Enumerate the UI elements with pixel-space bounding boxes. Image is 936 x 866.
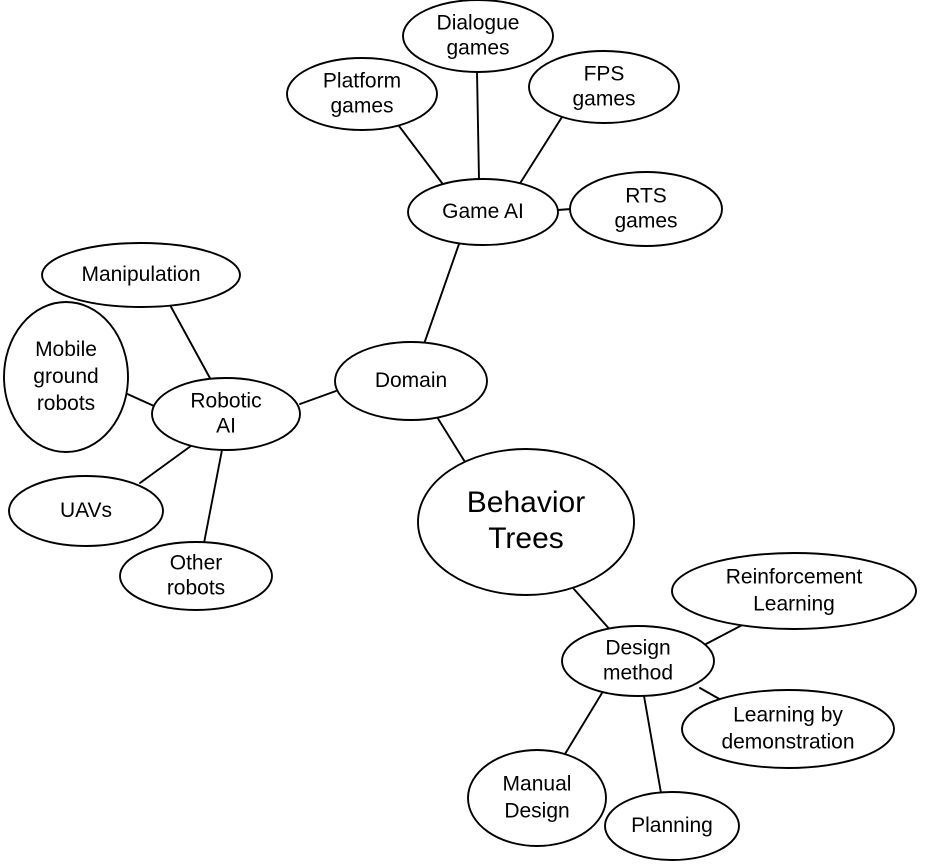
node-label-game-ai: Game AI xyxy=(442,200,524,223)
edge-robotic-ai-mobile-ground-robots xyxy=(122,391,155,407)
node-domain[interactable]: Domain xyxy=(334,341,488,421)
node-shape-dialogue-games[interactable] xyxy=(402,0,554,73)
node-label-domain: Domain xyxy=(375,369,447,392)
node-shape-reinforcement-learning[interactable] xyxy=(671,552,917,630)
edge-game-ai-fps-games xyxy=(518,116,563,186)
node-planning[interactable]: Planning xyxy=(604,791,740,861)
node-shape-mobile-ground-robots[interactable] xyxy=(3,301,129,453)
edge-game-ai-platform-games xyxy=(398,125,443,184)
node-label-manipulation: Manipulation xyxy=(81,263,200,286)
node-shape-rts-games[interactable] xyxy=(569,171,723,247)
node-shape-fps-games[interactable] xyxy=(528,50,680,124)
edge-domain-game-ai xyxy=(423,243,460,345)
node-shape-behavior-trees[interactable] xyxy=(417,448,635,596)
node-game-ai[interactable]: Game AI xyxy=(407,178,559,246)
node-shape-manipulation[interactable] xyxy=(41,242,241,308)
node-shape-uavs[interactable] xyxy=(8,475,164,547)
edge-design-method-manual-design xyxy=(564,692,603,755)
node-shape-robotic-ai[interactable] xyxy=(151,377,301,451)
node-shape-platform-games[interactable] xyxy=(286,57,438,131)
node-shape-domain[interactable] xyxy=(334,341,488,421)
node-uavs[interactable]: UAVs xyxy=(8,475,164,547)
edge-domain-robotic-ai xyxy=(299,390,337,405)
node-manipulation[interactable]: Manipulation xyxy=(41,242,241,308)
edge-design-method-planning xyxy=(643,695,662,794)
edge-robotic-ai-other-robots xyxy=(203,449,223,544)
edge-robotic-ai-manipulation xyxy=(169,304,212,381)
node-shape-game-ai[interactable] xyxy=(407,178,559,246)
edge-game-ai-rts-games xyxy=(557,208,572,211)
edge-game-ai-dialogue-games xyxy=(476,71,480,180)
node-shape-other-robots[interactable] xyxy=(119,541,273,611)
edge-behavior-trees-design-method xyxy=(572,587,613,633)
node-shape-design-method[interactable] xyxy=(561,625,715,697)
node-shape-planning[interactable] xyxy=(604,791,740,861)
edge-behavior-trees-domain xyxy=(436,416,466,463)
node-label-planning: Planning xyxy=(631,814,713,837)
node-label-uavs: UAVs xyxy=(60,499,112,522)
node-shape-manual-design[interactable] xyxy=(467,749,607,847)
edge-robotic-ai-uavs xyxy=(139,442,196,484)
node-shape-learning-by-demonstration[interactable] xyxy=(681,689,895,769)
